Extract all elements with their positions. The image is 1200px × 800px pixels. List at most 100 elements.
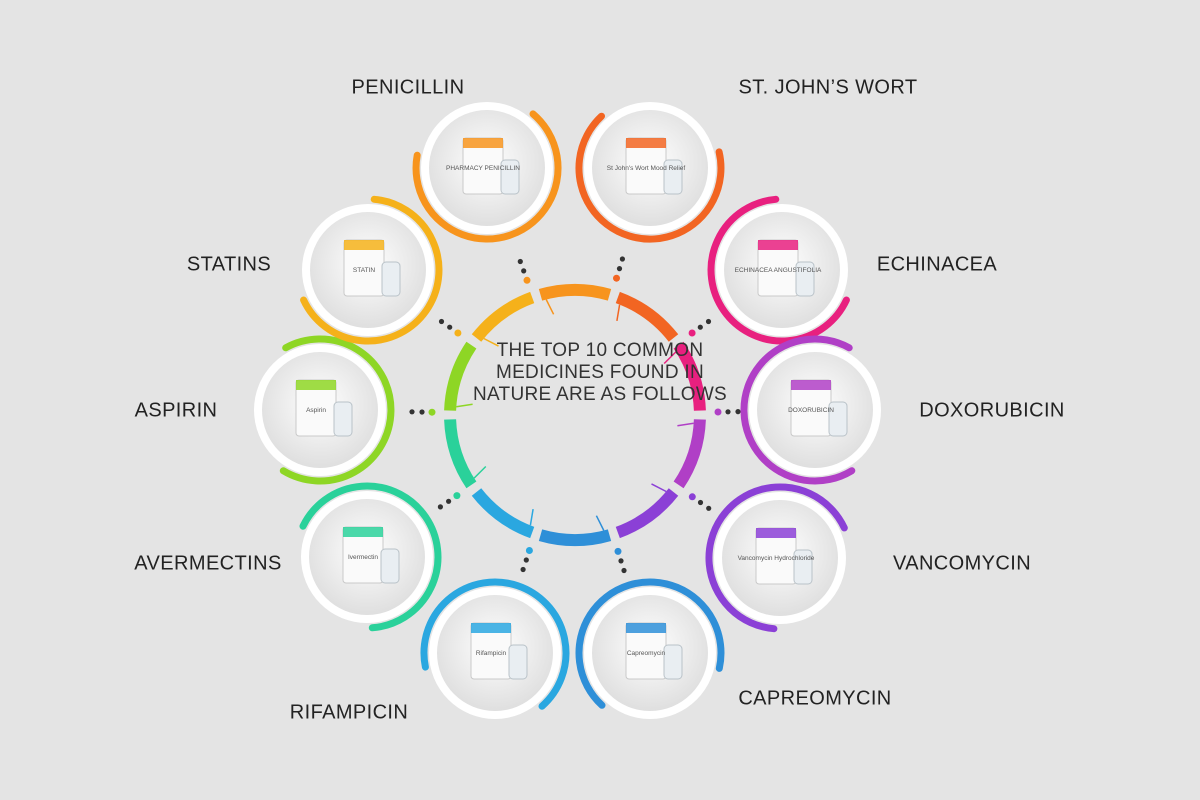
product-box-band bbox=[791, 380, 831, 390]
badge-ring-vancomycin bbox=[705, 483, 848, 633]
label-doxorubicin: DOXORUBICIN bbox=[919, 399, 1065, 422]
product-box-band bbox=[756, 528, 796, 538]
product-box-band bbox=[296, 380, 336, 390]
product-label: ECHINACEA ANGUSTIFOLIA bbox=[735, 267, 822, 274]
connector-dot bbox=[517, 258, 523, 265]
connector-dot bbox=[697, 499, 704, 506]
product-badges: PHARMACY PENICILLIN St John's Wort Mood R… bbox=[254, 102, 881, 719]
badge-ring-doxorubicin bbox=[740, 335, 856, 485]
product-vial bbox=[793, 549, 813, 585]
ring-segment-vancomycin bbox=[615, 488, 679, 539]
ring-tab-rifampicin bbox=[529, 508, 534, 526]
badge-rifampicin: Rifampicin bbox=[420, 578, 570, 719]
product-box-band bbox=[626, 138, 666, 148]
product-label: Aspirin bbox=[306, 407, 326, 414]
connector-dots bbox=[409, 256, 741, 574]
product-label: Vancomycin Hydrochloride bbox=[738, 555, 815, 562]
connector-dot bbox=[409, 409, 415, 415]
badge-doxorubicin: DOXORUBICIN bbox=[740, 335, 881, 485]
product-vial bbox=[333, 401, 353, 437]
badge-ring-st-john-s-wort bbox=[575, 112, 725, 243]
ring-segment-doxorubicin bbox=[673, 419, 706, 489]
connector-dot bbox=[447, 324, 453, 330]
ring-tab-doxorubicin bbox=[677, 422, 694, 427]
label-rifampicin: RIFAMPICIN bbox=[289, 701, 409, 724]
ring-segment-aspirin bbox=[444, 341, 477, 411]
label-avermectins: AVERMECTINS bbox=[134, 552, 282, 575]
ring-tab-avermectins bbox=[473, 465, 487, 479]
product-box-band bbox=[758, 240, 798, 250]
badge-ring-statins bbox=[300, 195, 443, 345]
product-vial bbox=[663, 644, 683, 680]
ring-segment-capreomycin bbox=[538, 529, 612, 547]
badge-ring-echinacea bbox=[707, 195, 850, 345]
badge-ring-avermectins bbox=[299, 482, 442, 632]
badge-echinacea: ECHINACEA ANGUSTIFOLIA bbox=[707, 195, 850, 345]
ring-segment-rifampicin bbox=[471, 488, 535, 539]
ring-segment-penicillin bbox=[538, 283, 612, 301]
product-box-band bbox=[626, 623, 666, 633]
badge-ring-penicillin bbox=[412, 110, 562, 243]
badge-st-john-s-wort: St John's Wort Mood Relief bbox=[575, 102, 725, 243]
product-vial bbox=[380, 548, 400, 584]
connector-dot bbox=[521, 268, 527, 274]
product-vial bbox=[795, 261, 815, 297]
connector-dot bbox=[520, 566, 526, 573]
ring-tab-capreomycin bbox=[595, 515, 605, 531]
product-box-band bbox=[471, 623, 511, 633]
ring-tab-statins bbox=[483, 337, 499, 347]
badge-statins: STATIN bbox=[300, 195, 443, 345]
badge-penicillin: PHARMACY PENICILLIN bbox=[412, 102, 562, 243]
connector-dot bbox=[621, 567, 627, 574]
badge-capreomycin: Capreomycin bbox=[575, 578, 725, 719]
label-echinacea: ECHINACEA bbox=[876, 253, 998, 276]
connector-dot bbox=[705, 318, 712, 325]
connector-dot bbox=[525, 547, 533, 554]
connector-dot bbox=[706, 505, 712, 511]
ring-tab-vancomycin bbox=[651, 483, 667, 493]
label-capreomycin: CAPREOMYCIN bbox=[738, 687, 892, 710]
badge-ring-aspirin bbox=[279, 335, 395, 485]
connector-dot bbox=[616, 266, 623, 272]
product-label: Ivermectin bbox=[348, 554, 378, 561]
connector-dot bbox=[735, 409, 741, 415]
badge-ring-rifampicin bbox=[420, 578, 570, 710]
product-label: Rifampicin bbox=[476, 650, 507, 657]
connector-dot bbox=[437, 504, 443, 510]
connector-dot bbox=[453, 492, 461, 500]
product-label: DOXORUBICIN bbox=[788, 407, 834, 414]
product-vial bbox=[381, 261, 401, 297]
connector-dot bbox=[523, 276, 531, 284]
center-title: THE TOP 10 COMMON MEDICINES FOUND IN NAT… bbox=[472, 340, 728, 405]
ring-segment-statins bbox=[471, 291, 535, 342]
connector-dot bbox=[613, 274, 620, 282]
connector-dot bbox=[725, 409, 731, 415]
product-vial bbox=[828, 401, 848, 437]
badge-vancomycin: Vancomycin Hydrochloride bbox=[705, 483, 848, 633]
label-statins: STATINS bbox=[186, 253, 272, 276]
product-vial bbox=[663, 159, 683, 195]
product-box-band bbox=[344, 240, 384, 250]
connector-dot bbox=[438, 318, 445, 325]
label-vancomycin: VANCOMYCIN bbox=[892, 552, 1032, 575]
connector-dot bbox=[419, 409, 425, 415]
label-aspirin: ASPIRIN bbox=[134, 399, 218, 422]
label-st-john-s-wort: ST. JOHN’S WORT bbox=[738, 76, 918, 99]
ring-segment-st-john-s-wort bbox=[615, 291, 679, 342]
connector-dot bbox=[454, 329, 462, 337]
connector-dot bbox=[688, 329, 696, 337]
label-penicillin: PENICILLIN bbox=[351, 76, 465, 99]
connector-dot bbox=[619, 256, 626, 262]
connector-dot bbox=[714, 408, 722, 416]
product-label: STATIN bbox=[353, 267, 375, 274]
ring-tab-st-john-s-wort bbox=[616, 304, 621, 322]
center-ring bbox=[444, 283, 706, 547]
connector-dot bbox=[523, 557, 529, 563]
product-label: St John's Wort Mood Relief bbox=[607, 165, 686, 172]
ring-tab-aspirin bbox=[456, 403, 473, 408]
product-box-band bbox=[463, 138, 503, 148]
connector-dot bbox=[428, 408, 436, 416]
ring-tab-penicillin bbox=[545, 299, 555, 315]
